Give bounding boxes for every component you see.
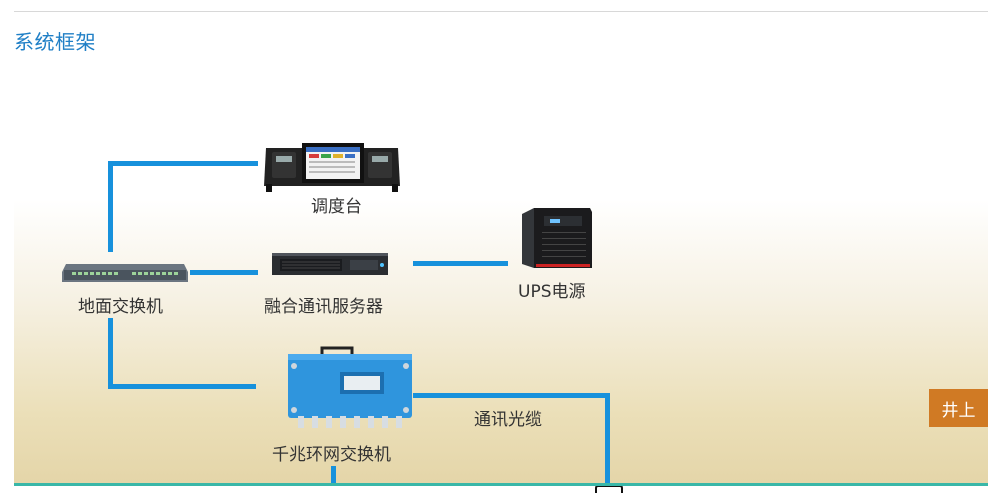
dispatch-console-label: 调度台	[311, 197, 362, 217]
link-switch-to-console	[108, 161, 258, 166]
top-divider	[14, 11, 988, 12]
ups-label: UPS电源	[518, 282, 586, 302]
network-switch-icon	[62, 264, 188, 282]
rack-server-icon	[272, 253, 388, 275]
explosion-proof-switch-icon	[288, 346, 412, 428]
link-server-to-ups	[413, 261, 508, 266]
diagram-background	[14, 200, 988, 486]
link-switch-vertical-down	[108, 318, 113, 389]
fiber-cable-label: 通讯光缆	[474, 410, 542, 430]
link-ring-switch-down	[331, 466, 336, 486]
ups-device	[520, 206, 594, 270]
link-ring-switch-to-fiber	[413, 393, 610, 398]
section-title: 系统框架	[14, 30, 96, 54]
surface-tag: 井上	[929, 389, 988, 427]
gigabit-ring-switch-device	[286, 346, 414, 432]
ups-icon	[522, 208, 592, 268]
fusion-server-device	[272, 251, 388, 277]
dispatch-console-device	[262, 140, 402, 194]
gigabit-ring-switch-label: 千兆环网交换机	[272, 445, 391, 465]
link-switch-to-ring-switch	[108, 384, 256, 389]
link-switch-vertical-up	[108, 161, 113, 252]
ground-switch-label: 地面交换机	[78, 297, 163, 317]
link-fiber-vertical	[605, 393, 610, 486]
bottom-divider	[14, 483, 988, 486]
ground-switch-device	[62, 262, 188, 284]
fusion-server-label: 融合通讯服务器	[264, 297, 383, 317]
device-top-icon	[595, 485, 623, 493]
link-switch-to-server	[190, 270, 258, 275]
dispatch-console-icon	[264, 143, 400, 192]
